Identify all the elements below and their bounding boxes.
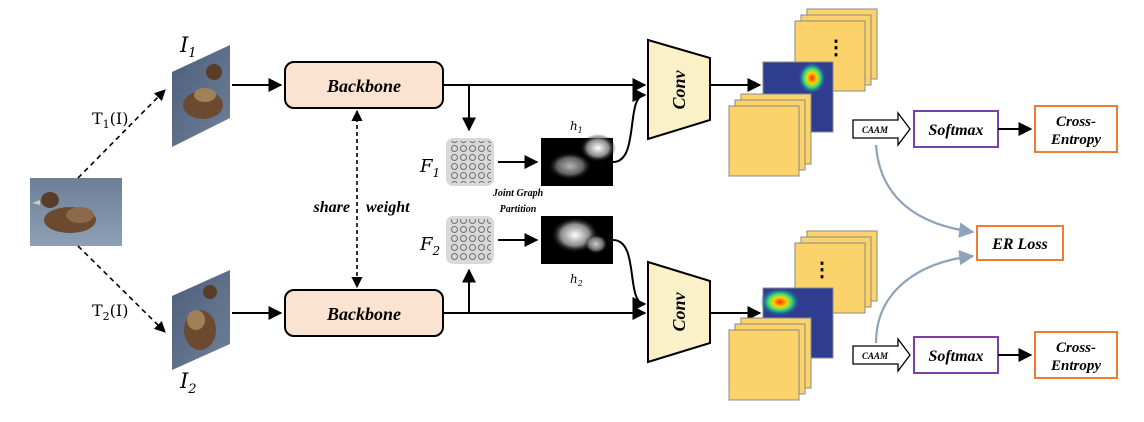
- caam-bottom: CAAM: [852, 337, 911, 373]
- f1-label: F1: [419, 156, 440, 180]
- backbone-bottom-label: Backbone: [326, 304, 401, 324]
- t2-arrow: [77, 245, 166, 333]
- h1-label: h1: [570, 119, 583, 135]
- er-loss-label: ER Loss: [991, 236, 1048, 253]
- transformed-image-1: [172, 45, 230, 147]
- caam-bottom-to-er-loss-curve: [874, 249, 975, 344]
- weight-label: weight: [366, 199, 410, 216]
- cross-entropy-top-line1: Cross-: [1056, 114, 1096, 130]
- caam-top-label: CAAM: [862, 125, 889, 135]
- caam-top: CAAM: [852, 111, 911, 147]
- f2-grid-dots: [449, 219, 491, 261]
- f2-label: F2: [419, 234, 440, 258]
- feature-bottom-dots: ⋮: [812, 257, 832, 281]
- cross-entropy-bottom-line2: Entropy: [1050, 358, 1101, 374]
- feature-top-dots: ⋮: [826, 35, 846, 59]
- transformed-image-2: [172, 270, 230, 370]
- softmax-bottom-label: Softmax: [928, 348, 983, 365]
- conv-bottom-label: Conv: [669, 291, 689, 331]
- h1-map: [541, 134, 616, 186]
- joint-graph-label-line2: Partition: [500, 204, 537, 215]
- conv-bottom: [647, 260, 711, 364]
- cross-entropy-bottom-line1: Cross-: [1056, 340, 1096, 356]
- conv-top-label: Conv: [669, 69, 689, 109]
- caam-top-to-er-loss-curve: [874, 144, 975, 238]
- share-label: share: [313, 199, 350, 216]
- t1-label: T1(I): [92, 109, 128, 131]
- conv-top: [647, 38, 711, 141]
- backbone-top-label: Backbone: [326, 76, 401, 96]
- t2-label: T2(I): [92, 301, 128, 323]
- input-image: [30, 178, 122, 246]
- t1-arrow: [77, 89, 166, 179]
- h2-map: [541, 216, 613, 264]
- f1-grid-dots: [449, 141, 491, 183]
- feature-stack-top: ⋮: [728, 8, 878, 177]
- h1-to-conv-curve: [612, 88, 647, 163]
- h2-to-conv-curve: [612, 239, 647, 311]
- softmax-top-label: Softmax: [928, 122, 983, 139]
- cross-entropy-top: [1034, 105, 1118, 153]
- i1-label: I1: [179, 33, 197, 61]
- er-loss-box: [976, 225, 1064, 261]
- joint-graph-label-line1: Joint Graph: [492, 188, 544, 199]
- i2-label: I2: [179, 369, 197, 397]
- caam-bottom-label: CAAM: [862, 351, 889, 361]
- cross-entropy-bottom: [1034, 331, 1118, 379]
- feature-stack-bottom: ⋮: [728, 230, 878, 401]
- softmax-top: [913, 110, 999, 148]
- cross-entropy-top-line2: Entropy: [1050, 132, 1101, 148]
- h2-label: h2: [570, 272, 583, 288]
